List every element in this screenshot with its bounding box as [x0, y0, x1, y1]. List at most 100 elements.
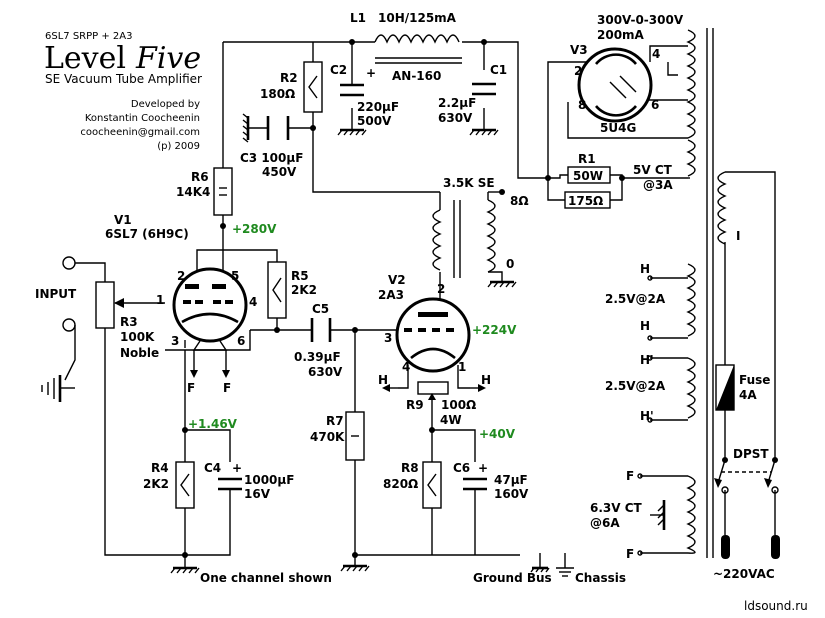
voltage-224v: +224V	[472, 323, 517, 337]
v3-pin-2: 2	[574, 64, 582, 78]
ct-chassis-symbol	[657, 500, 666, 530]
c4-name: C4	[204, 461, 221, 475]
pt-63v-current: @6A	[590, 516, 620, 530]
header-tagline: SE Vacuum Tube Amplifier	[45, 72, 202, 86]
v2-name: V2	[388, 273, 406, 287]
r1-resistor	[564, 166, 611, 209]
ground-symbols	[170, 113, 574, 577]
r7-resistor	[345, 411, 365, 461]
ot-label: 3.5K SE	[443, 176, 495, 190]
wiring	[64, 41, 776, 568]
r9-value: 100Ω	[441, 398, 476, 412]
pt-h4: H'	[640, 409, 654, 423]
ground-bus-label: Ground Bus	[473, 571, 552, 585]
c5-capacitor	[310, 318, 332, 342]
chassis-label: Chassis	[575, 571, 626, 585]
junction-dots	[182, 39, 625, 558]
v1-pin-4: 4	[249, 295, 257, 309]
v2-pin-4: 4	[402, 360, 410, 374]
voltage-280v: +280V	[232, 222, 277, 236]
v2-tube	[395, 297, 471, 373]
c3-capacitor	[266, 116, 290, 140]
v2-heater-h2: H	[481, 373, 491, 387]
c3-volt: 450V	[262, 165, 297, 179]
c6-value1: 47µF	[494, 473, 528, 487]
pt-primary-label: I	[736, 229, 740, 243]
v3-rectifier-tube	[577, 47, 653, 123]
pt-hv-current: 200mA	[597, 28, 645, 42]
v1-pin-3: 3	[171, 334, 179, 348]
header-title-italic: Five	[135, 41, 201, 76]
pt-5v-label: 5V CT	[633, 163, 673, 177]
r4-name: R4	[151, 461, 169, 475]
svg-text:+: +	[478, 461, 488, 475]
c6-name: C6	[453, 461, 470, 475]
v2-type: 2A3	[378, 288, 404, 302]
c1-value1: 2.2µF	[438, 96, 476, 110]
r9-hum-pot	[382, 381, 486, 400]
fuse-value: 4A	[739, 388, 757, 402]
pt-25v-a: 2.5V@2A	[605, 292, 666, 306]
l1-name: L1	[350, 11, 366, 25]
chassis-ground-symbol	[41, 375, 75, 402]
header-subtitle-small: 6SL7 SRPP + 2A3	[45, 31, 132, 42]
input-label: INPUT	[35, 287, 77, 301]
l1-part: AN-160	[392, 69, 441, 83]
r7-value: 470K	[310, 430, 345, 444]
c1-name: C1	[490, 63, 507, 77]
r5-value: 2K2	[291, 283, 317, 297]
v2-pin-2: 2	[437, 282, 445, 296]
v3-type: 5U4G	[600, 121, 636, 135]
power-transformer	[686, 28, 727, 558]
c5-name: C5	[312, 302, 329, 316]
v3-name: V3	[570, 43, 588, 57]
c1-capacitor	[472, 82, 496, 96]
r5-name: R5	[291, 269, 309, 283]
v1-heater-f1: F	[187, 381, 195, 395]
r9-power: 4W	[440, 413, 462, 427]
c5-value2: 630V	[308, 365, 343, 379]
r2-name: R2	[280, 71, 298, 85]
c1-value2: 630V	[438, 111, 473, 125]
r5-resistor	[267, 261, 287, 319]
v2-pin-3: 3	[384, 331, 392, 345]
c5-value1: 0.39µF	[294, 350, 341, 364]
v1-name: V1	[114, 213, 132, 227]
r3-potentiometer	[95, 281, 124, 329]
pt-h1: H	[640, 262, 650, 276]
c2-name: C2	[330, 63, 347, 77]
r1-value1: 50W	[573, 169, 603, 183]
r4-value: 2K2	[143, 477, 169, 491]
v3-pin-4: 4	[652, 47, 660, 61]
c2-capacitor: +	[340, 66, 376, 97]
voltage-40v: +40V	[479, 427, 516, 441]
r7-name: R7	[326, 414, 344, 428]
c6-value2: 160V	[494, 487, 529, 501]
mains-plug	[721, 535, 780, 559]
r3-value: 100K	[120, 330, 155, 344]
l1-value: 10H/125mA	[378, 11, 457, 25]
pt-f1: F	[626, 469, 634, 483]
header-email: coocheenin@gmail.com	[80, 127, 200, 138]
c2-value1: 220µF	[357, 100, 399, 114]
v1-pin-6: 6	[237, 334, 245, 348]
c4-capacitor: +	[218, 461, 242, 500]
r8-value: 820Ω	[383, 477, 418, 491]
v1-tube	[172, 267, 248, 351]
v1-pin-2: 2	[177, 269, 185, 283]
header-author: Konstantin Coocheenin	[85, 113, 200, 124]
fuse-name: Fuse	[739, 373, 770, 387]
header-developed-by: Developed by	[131, 99, 200, 110]
mains-label: ~220VAC	[713, 567, 775, 581]
r8-name: R8	[401, 461, 419, 475]
r8-resistor	[422, 461, 442, 509]
switch-name: DPST	[733, 447, 769, 461]
output-transformer	[432, 192, 496, 278]
pt-63v-label: 6.3V CT	[590, 501, 643, 515]
v3-pin-8: 8	[578, 98, 586, 112]
voltage-146v: +1.46V	[188, 417, 238, 431]
c2-value2: 500V	[357, 114, 392, 128]
pt-f2: F	[626, 547, 634, 561]
